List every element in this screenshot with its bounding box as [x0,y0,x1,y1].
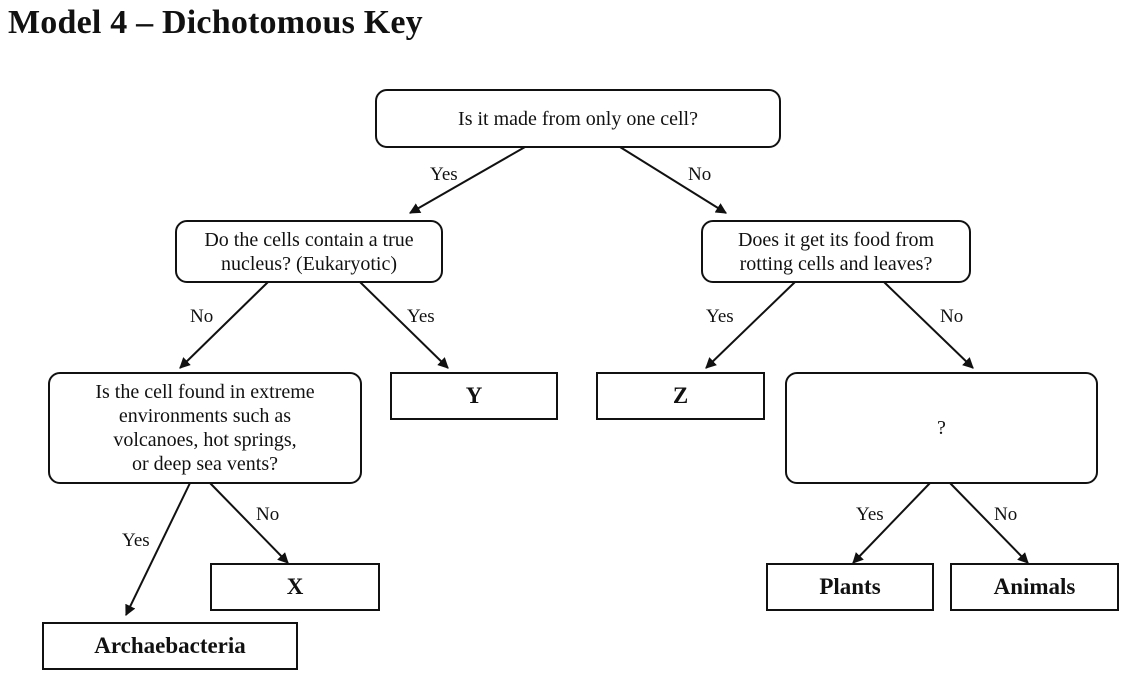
label-one-cell-yes: Yes [430,164,458,185]
question-true-nucleus-text: Do the cells contain a true nucleus? (Eu… [204,228,414,275]
arrow-food-yes [705,281,796,369]
answer-y: Y [390,372,558,420]
answer-z: Z [596,372,765,420]
answer-z-text: Z [672,383,689,408]
question-one-cell-text: Is it made from only one cell? [458,107,698,130]
answer-animals: Animals [950,563,1119,611]
question-unknown: ? [785,372,1098,484]
answer-plants-text: Plants [819,574,881,599]
label-one-cell-no: No [688,164,712,185]
arrow-nucleus-no [179,281,269,369]
label-unknown-yes: Yes [856,504,884,525]
arrow-extreme-no [209,482,289,564]
arrow-unknown-no [949,482,1029,564]
label-extreme-yes: Yes [122,530,150,551]
question-food-rotting-text: Does it get its food from rotting cells … [737,228,935,275]
arrow-one-cell-no [619,146,727,214]
answer-animals-text: Animals [993,574,1076,599]
page-title: Model 4 – Dichotomous Key [8,4,423,41]
arrow-unknown-yes [852,482,931,564]
answer-x: X [210,563,380,611]
arrow-food-no [883,281,974,369]
arrow-extreme-yes [125,482,191,616]
arrow-nucleus-yes [359,281,449,369]
label-extreme-no: No [256,504,280,525]
question-extreme-environments: Is the cell found in extreme environment… [48,372,362,484]
question-food-rotting: Does it get its food from rotting cells … [701,220,971,283]
arrow-one-cell-yes [409,146,526,214]
label-nucleus-yes: Yes [407,306,435,327]
answer-archaebacteria: Archaebacteria [42,622,298,670]
answer-y-text: Y [465,383,483,408]
answer-x-text: X [286,574,304,599]
answer-archaebacteria-text: Archaebacteria [94,633,246,658]
label-food-no: No [940,306,964,327]
label-food-yes: Yes [706,306,734,327]
question-unknown-text: ? [937,417,946,439]
label-unknown-no: No [994,504,1018,525]
question-extreme-environments-text: Is the cell found in extreme environment… [95,381,315,475]
question-true-nucleus: Do the cells contain a true nucleus? (Eu… [175,220,443,283]
answer-plants: Plants [766,563,934,611]
label-nucleus-no: No [190,306,214,327]
question-one-cell: Is it made from only one cell? [375,89,781,148]
